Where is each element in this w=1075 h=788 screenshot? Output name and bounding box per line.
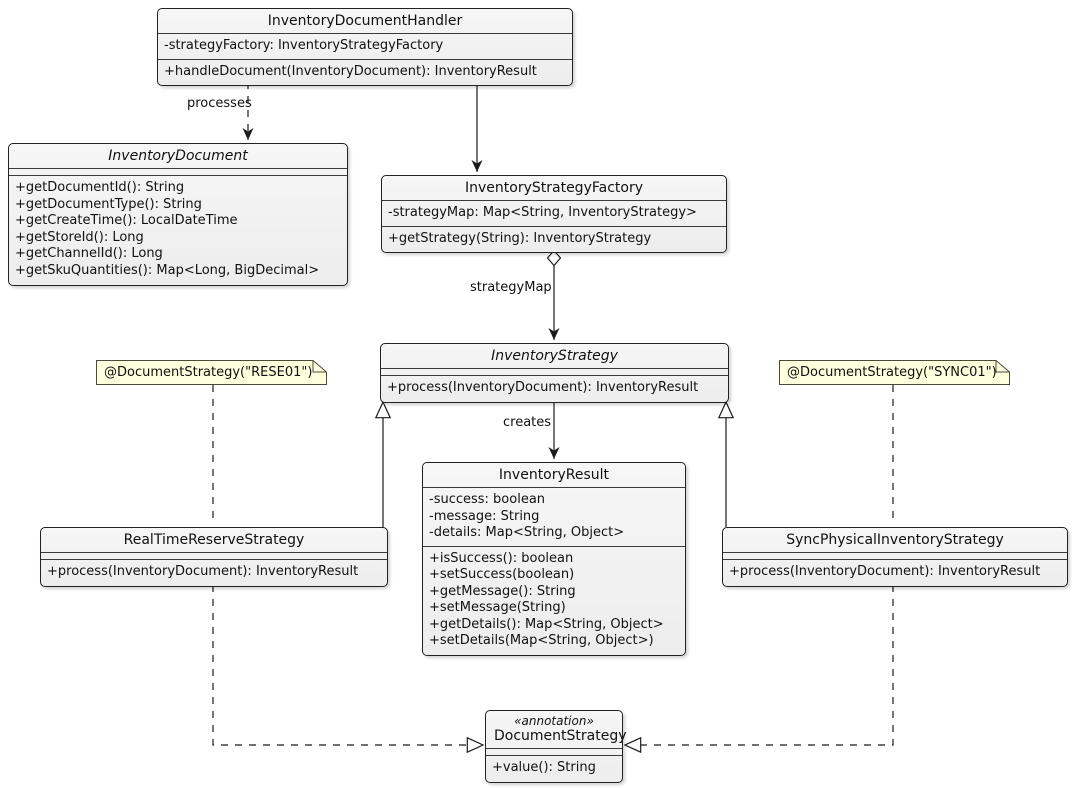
class-field: -strategyMap: Map<String, InventoryStrat… xyxy=(388,205,697,220)
empty-fields-section xyxy=(723,553,1067,560)
class-method: +getDocumentType(): String xyxy=(15,196,202,212)
class-method: +isSuccess(): boolean xyxy=(429,550,574,566)
class-fields-section: -strategyMap: Map<String, InventoryStrat… xyxy=(382,201,726,227)
class-title: SyncPhysicalInventoryStrategy xyxy=(723,528,1067,553)
class-method: +handleDocument(InventoryDocument): Inve… xyxy=(164,63,537,79)
class-method: +setMessage(String) xyxy=(429,600,566,616)
class-method: +setSuccess(boolean) xyxy=(429,567,575,583)
note-text: @DocumentStrategy("RESE01") xyxy=(104,365,313,380)
empty-fields-section xyxy=(381,369,728,376)
class-methods-section: +getStrategy(String): InventoryStrategy xyxy=(382,227,726,253)
annotation-title-block: «annotation» DocumentStrategy xyxy=(486,711,627,749)
class-box-sync-physical-inventory-strategy: SyncPhysicalInventoryStrategy +process(I… xyxy=(722,527,1068,587)
note-shape xyxy=(96,360,327,385)
class-title: InventoryDocumentHandler xyxy=(158,9,572,34)
empty-fields-section xyxy=(9,169,347,176)
class-method: +getStrategy(String): InventoryStrategy xyxy=(388,230,652,246)
class-field: -strategyFactory: InventoryStrategyFacto… xyxy=(164,38,444,53)
class-method: +process(InventoryDocument): InventoryRe… xyxy=(47,564,359,579)
class-method: +value(): String xyxy=(492,760,596,775)
class-method: +getDocumentId(): String xyxy=(15,180,185,195)
interface-title: InventoryStrategy xyxy=(381,344,728,369)
class-fields-section: -strategyFactory: InventoryStrategyFacto… xyxy=(158,34,572,60)
class-method: +getCreateTime(): LocalDateTime xyxy=(15,213,238,229)
class-methods-section: +isSuccess(): boolean +setSuccess(boolea… xyxy=(423,547,685,656)
class-method: +process(InventoryDocument): InventoryRe… xyxy=(729,564,1041,579)
class-box-inventory-document: InventoryDocument +getDocumentId(): Stri… xyxy=(8,143,348,286)
class-methods-section: +getDocumentId(): String +getDocumentTyp… xyxy=(9,176,347,285)
class-methods-section: +process(InventoryDocument): InventoryRe… xyxy=(381,376,728,402)
note-fold-icon xyxy=(995,360,1010,373)
class-method: +setDetails(Map<String, Object>) xyxy=(429,633,654,649)
note-sync01: @DocumentStrategy("SYNC01") xyxy=(779,360,1010,385)
note-fold-icon xyxy=(312,360,327,373)
class-box-realtime-reserve-strategy: RealTimeReserveStrategy +process(Invento… xyxy=(40,527,388,587)
empty-fields-section xyxy=(486,749,622,756)
class-field: -success: boolean xyxy=(429,492,546,507)
class-box-inventory-strategy: InventoryStrategy +process(InventoryDocu… xyxy=(380,343,729,403)
realization-sync-to-annotation xyxy=(625,585,894,745)
class-box-document-strategy-annotation: «annotation» DocumentStrategy +value(): … xyxy=(485,710,627,783)
class-method: +getStoreId(): Long xyxy=(15,229,144,245)
class-methods-section: +process(InventoryDocument): InventoryRe… xyxy=(723,560,1067,586)
class-fields-section: -success: boolean -message: String -deta… xyxy=(423,488,685,547)
class-box-inventory-strategy-factory: InventoryStrategyFactory -strategyMap: M… xyxy=(381,175,727,254)
class-title: InventoryStrategyFactory xyxy=(382,176,726,201)
realization-realtime-to-annotation xyxy=(212,585,483,745)
interface-title: InventoryDocument xyxy=(9,144,347,169)
stereotype-label: «annotation» xyxy=(514,714,594,728)
class-field: -details: Map<String, Object> xyxy=(429,525,625,540)
edge-label-creates: creates xyxy=(503,415,552,430)
class-method: +getMessage(): String xyxy=(429,583,576,599)
class-method: +getSkuQuantities(): Map<Long, BigDecima… xyxy=(15,262,320,278)
note-rese01: @DocumentStrategy("RESE01") xyxy=(96,360,327,385)
class-box-inventory-result: InventoryResult -success: boolean -messa… xyxy=(422,462,686,657)
class-method: +getChannelId(): Long xyxy=(15,246,163,262)
annotation-title: DocumentStrategy xyxy=(494,728,627,744)
class-methods-section: +value(): String xyxy=(486,756,622,782)
class-title: RealTimeReserveStrategy xyxy=(41,528,387,553)
note-shape xyxy=(779,360,1010,385)
class-methods-section: +process(InventoryDocument): InventoryRe… xyxy=(41,560,387,586)
edge-label-processes: processes xyxy=(187,96,252,111)
edge-label-strategy-map: strategyMap xyxy=(470,280,552,295)
class-box-inventory-document-handler: InventoryDocumentHandler -strategyFactor… xyxy=(157,8,573,87)
empty-fields-section xyxy=(41,553,387,560)
class-method: +process(InventoryDocument): InventoryRe… xyxy=(387,380,699,395)
class-method: +getDetails(): Map<String, Object> xyxy=(429,616,664,632)
note-text: @DocumentStrategy("SYNC01") xyxy=(787,365,997,380)
class-methods-section: +handleDocument(InventoryDocument): Inve… xyxy=(158,60,572,86)
class-field: -message: String xyxy=(429,508,540,524)
class-title: InventoryResult xyxy=(423,463,685,488)
